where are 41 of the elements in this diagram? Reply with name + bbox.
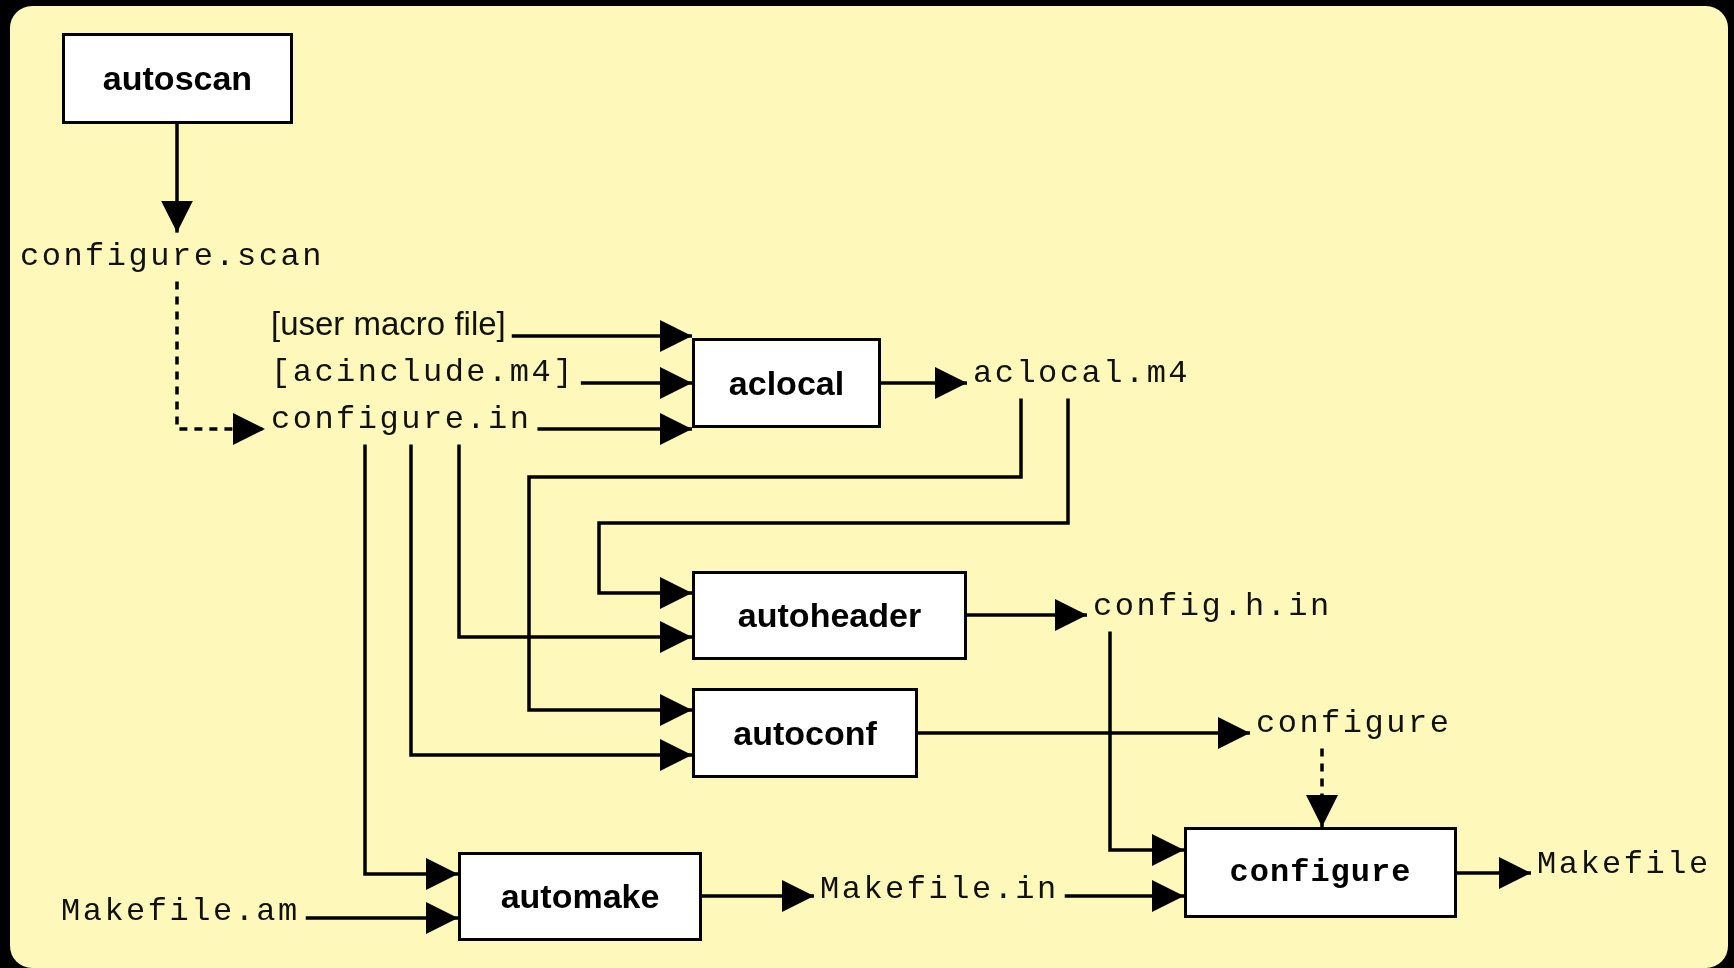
arrow xyxy=(305,902,458,934)
arrow xyxy=(1306,748,1338,827)
arrow xyxy=(409,444,692,771)
arrow xyxy=(918,717,1250,749)
arrow xyxy=(161,124,193,233)
arrow xyxy=(511,320,692,352)
arrow xyxy=(967,599,1087,631)
process-box xyxy=(692,688,918,778)
arrow xyxy=(1064,880,1184,912)
file-name-label: configure.scan xyxy=(20,238,324,276)
process-box xyxy=(692,571,967,660)
process-box xyxy=(1184,827,1457,918)
program-name: autoscan xyxy=(102,59,253,98)
arrow xyxy=(702,880,814,912)
arrow xyxy=(1108,631,1184,866)
program-name: aclocal xyxy=(728,363,845,403)
file-name-label: Makefile.am xyxy=(61,893,300,931)
file-name-label: configure.in xyxy=(271,401,532,439)
file-name-label: aclocal.m4 xyxy=(973,355,1191,393)
arrow xyxy=(527,398,1023,726)
program-name: autoconf xyxy=(733,713,877,753)
arrow xyxy=(597,398,1070,609)
arrow xyxy=(457,444,692,653)
file-name-label: configure xyxy=(1256,705,1452,743)
file-name-label: Makefile.in xyxy=(820,871,1059,909)
process-box xyxy=(62,33,293,124)
process-box xyxy=(458,852,702,941)
program-name: configure xyxy=(1229,854,1412,891)
file-name-label: [user macro file] xyxy=(271,305,506,343)
program-name: autoheader xyxy=(737,596,922,635)
arrow xyxy=(1457,857,1531,889)
process-box xyxy=(692,338,881,428)
arrow xyxy=(363,444,458,890)
program-name: automake xyxy=(500,877,660,916)
file-name-label: config.h.in xyxy=(1093,588,1332,626)
arrow xyxy=(175,281,265,445)
arrow xyxy=(580,367,692,399)
file-name-label: Makefile xyxy=(1537,846,1711,884)
arrow xyxy=(537,413,692,445)
arrow xyxy=(881,367,967,399)
file-name-label: [acinclude.m4] xyxy=(271,354,575,392)
